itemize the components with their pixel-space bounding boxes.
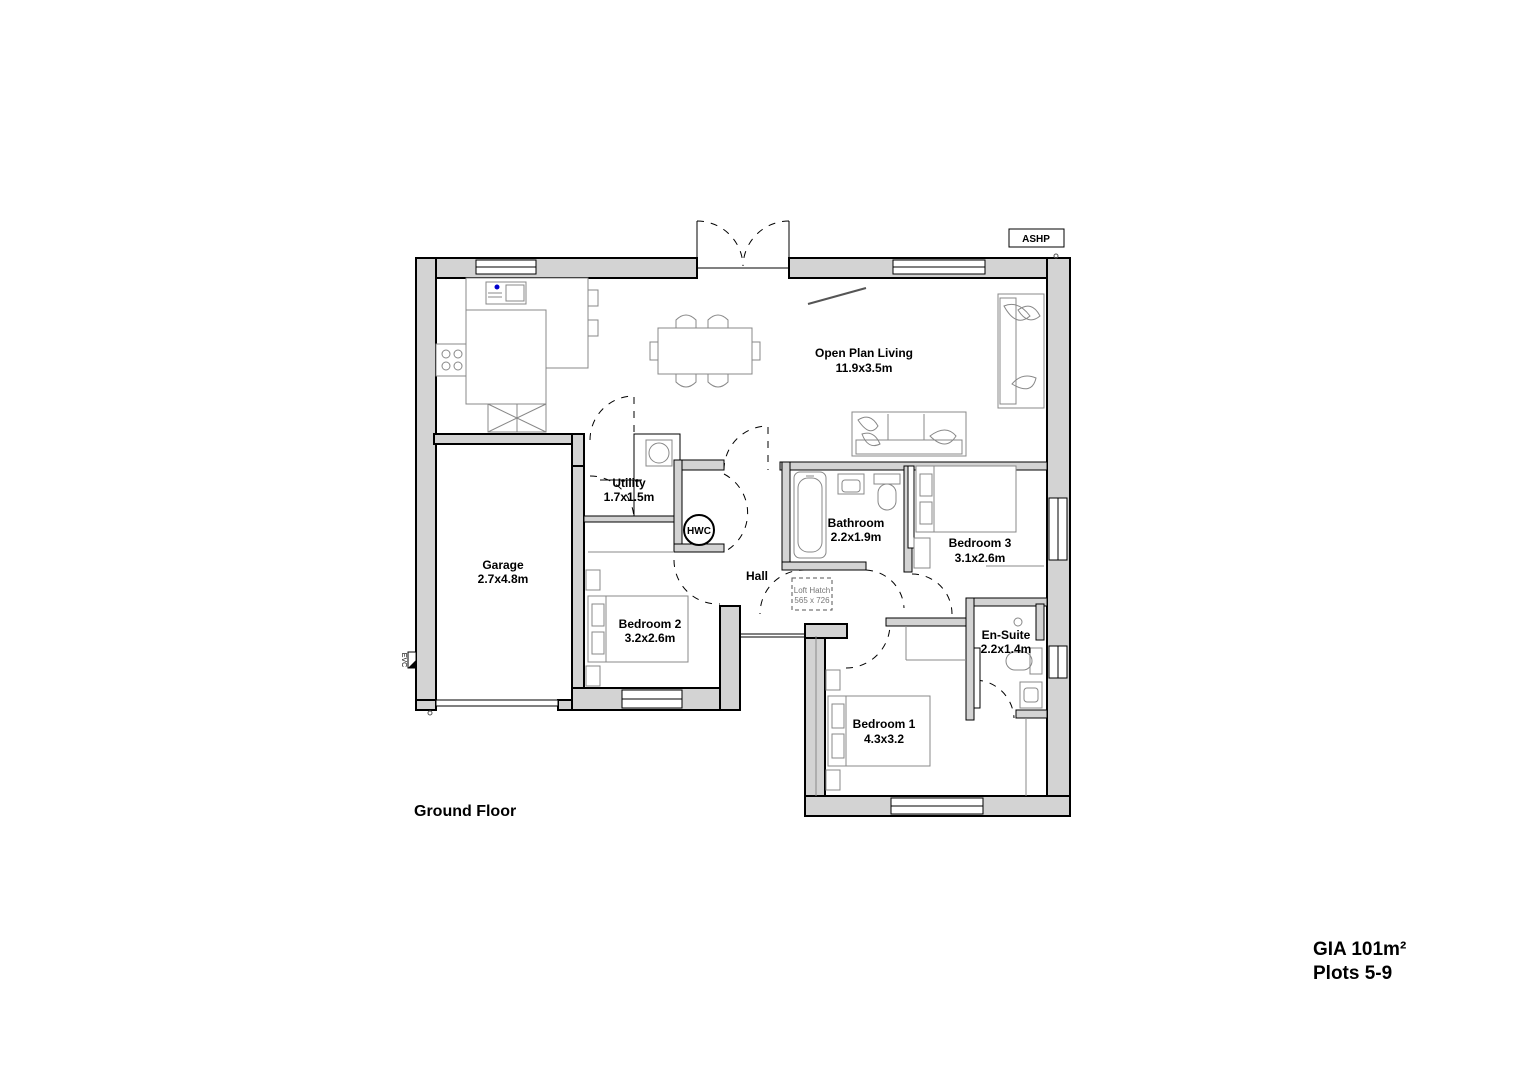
hall-name: Hall <box>746 569 768 583</box>
ensuite-dims: 2.2x1.4m <box>981 642 1032 656</box>
bedroom2-name: Bedroom 2 <box>619 617 682 631</box>
ashp-unit: ASHP <box>1008 228 1065 259</box>
bedroom3-furniture <box>913 465 1044 569</box>
garage-dims: 2.7x4.8m <box>478 572 529 586</box>
loft-hatch: Loft Hatch 565 x 726 <box>791 577 833 611</box>
patio-doors <box>696 220 790 269</box>
hwc-cylinder: HWC <box>683 514 715 546</box>
hwc-label: HWC <box>687 526 711 537</box>
evc-charger: EVC <box>400 651 433 716</box>
bedroom1-furniture <box>815 626 1027 796</box>
bedroom3-name: Bedroom 3 <box>949 536 1012 550</box>
bedroom2-dims: 3.2x2.6m <box>625 631 676 645</box>
garage-name: Garage <box>482 558 524 572</box>
ashp-label: ASHP <box>1022 234 1050 245</box>
gia-area: GIA 101m² <box>1313 939 1407 960</box>
loft-hatch-size: 565 x 726 <box>794 596 830 605</box>
bathroom-name: Bathroom <box>828 516 885 530</box>
bedroom3-dims: 3.1x2.6m <box>955 551 1006 565</box>
loft-hatch-label: Loft Hatch <box>794 586 830 595</box>
ensuite-fixtures <box>973 617 1043 709</box>
windows <box>435 259 1068 815</box>
door-swings <box>589 395 1015 719</box>
room-labels: Open Plan Living 11.9x3.5m Utility 1.7x1… <box>478 346 1032 746</box>
evc-label: EVC <box>400 653 407 667</box>
plan-info: GIA 101m² Plots 5-9 <box>1313 938 1406 986</box>
utility-dims: 1.7x1.5m <box>604 490 655 504</box>
internal-walls <box>583 433 1048 721</box>
open-plan-living-name: Open Plan Living <box>815 346 913 360</box>
sofas <box>851 293 1045 457</box>
bathroom-dims: 2.2x1.9m <box>831 530 882 544</box>
bedroom2-furniture <box>585 551 689 687</box>
ensuite-name: En-Suite <box>982 628 1031 642</box>
bathroom-fixtures <box>793 471 901 559</box>
floor-title: Ground Floor <box>414 803 517 820</box>
kitchen-units <box>435 277 673 467</box>
dining-table <box>649 287 867 388</box>
plots-label: Plots 5-9 <box>1313 963 1393 984</box>
open-plan-living-dims: 11.9x3.5m <box>836 361 893 375</box>
bedroom1-dims: 4.3x3.2 <box>864 732 904 746</box>
bedroom1-name: Bedroom 1 <box>853 717 916 731</box>
utility-name: Utility <box>612 476 646 490</box>
